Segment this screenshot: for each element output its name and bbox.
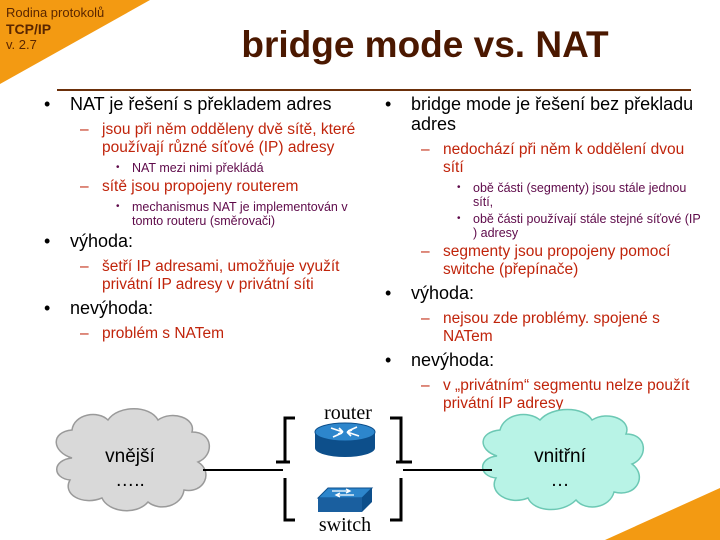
outer-cloud-label: vnější [105,446,155,467]
sub-sub-bullet-item: obě části používají stále stejné síťové … [381,212,703,240]
network-diagram [55,408,644,522]
sub-bullet-item: jsou při něm odděleny dvě sítě, které po… [40,121,358,157]
sub-bullet-item: nejsou zde problémy. spojené s NATem [381,310,703,346]
title-divider [57,89,691,91]
bullet-item: NAT je řešení s překladem adres [40,94,358,114]
sub-sub-bullet-item: obě části (segmenty) jsou stále jednou s… [381,181,703,209]
inner-network-cloud [481,408,644,511]
badge-line-2: TCP/IP [6,21,52,37]
badge-line-1: Rodina protokolů [6,5,105,20]
switch-label: switch [318,514,372,536]
inner-cloud-ellipsis: … [550,470,570,491]
bullet-item: výhoda: [381,283,703,303]
right-bracket [390,416,403,522]
bullet-item: výhoda: [40,231,358,251]
sub-bullet-item: problém s NATem [40,325,358,343]
inner-cloud-label: vnitřní [534,446,586,467]
outer-network-cloud [55,408,210,512]
outer-cloud-ellipsis: ….. [115,470,145,491]
sub-bullet-item: segmenty jsou propojeny pomocí switche (… [381,243,703,279]
corner-decoration-top-left [0,0,150,84]
left-column: NAT je řešení s překladem adres jsou při … [40,94,358,347]
sub-bullet-item: šetří IP adresami, umožňuje využít privá… [40,258,358,294]
bullet-item: nevýhoda: [40,298,358,318]
bullet-item: bridge mode je řešení bez překladu adres [381,94,703,134]
sub-bullet-item: sítě jsou propojeny routerem [40,178,358,196]
switch-icon [316,487,374,512]
right-column: bridge mode je řešení bez překladu adres… [381,94,703,417]
bullet-item: nevýhoda: [381,350,703,370]
corner-decoration-bottom-right [605,488,720,540]
sub-sub-bullet-item: mechanismus NAT je implementován v tomto… [40,200,358,228]
router-icon [314,422,376,457]
router-label: router [324,402,372,424]
sub-bullet-item: nedochází při něm k oddělení dvou sítí [381,141,703,177]
left-bracket [283,416,295,522]
sub-bullet-item: v „privátním“ segmentu nelze použít priv… [381,377,703,413]
badge-version: v. 2.7 [6,37,37,52]
sub-sub-bullet-item: NAT mezi nimi překládá [40,161,358,175]
course-badge: Rodina protokolů TCP/IP v. 2.7 [6,5,104,53]
slide-title: bridge mode vs. NAT [241,24,609,65]
